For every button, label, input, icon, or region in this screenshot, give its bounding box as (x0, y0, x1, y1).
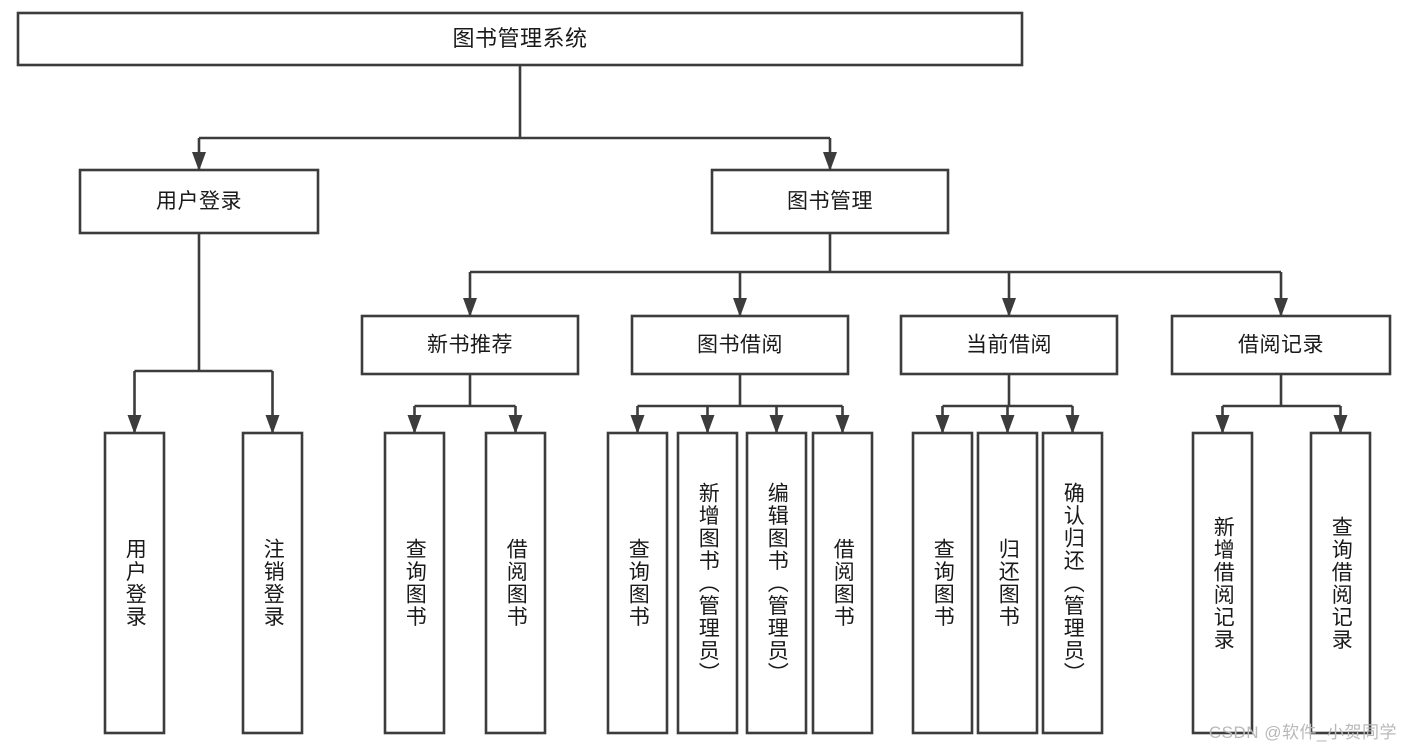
node-leaf-4[interactable] (606, 431, 669, 735)
userlogin-to-leaves-arrow-1 (265, 415, 280, 434)
node-level3-3[interactable] (1170, 314, 1392, 376)
level3-1-to-leaves-arrow-2 (769, 415, 784, 434)
root-to-level2-arrow-1 (823, 152, 837, 171)
node-box-layer (16, 11, 1392, 735)
node-leaf-3[interactable] (484, 431, 547, 735)
bookmgmt-to-level3-arrow-3 (1274, 298, 1288, 317)
level3-2-to-leaves-arrow-2 (1065, 415, 1080, 434)
level3-0-to-leaves-arrow-0 (407, 415, 422, 434)
node-leaf-2[interactable] (383, 431, 446, 735)
connector-layer (127, 65, 1348, 434)
bookmgmt-to-level3-arrow-1 (733, 298, 747, 317)
node-leaf-9[interactable] (976, 431, 1039, 735)
bookmgmt-to-level3-arrow-2 (1002, 298, 1016, 317)
node-level3-1[interactable] (630, 314, 850, 376)
node-leaf-5[interactable] (676, 431, 739, 735)
node-level2-0[interactable] (78, 168, 320, 235)
node-level3-0[interactable] (360, 314, 580, 376)
node-leaf-10[interactable] (1041, 431, 1104, 735)
node-leaf-12[interactable] (1309, 431, 1372, 735)
node-leaf-1[interactable] (241, 431, 304, 735)
node-leaf-0[interactable] (103, 431, 166, 735)
node-root-book-management-system[interactable] (16, 11, 1024, 67)
node-leaf-11[interactable] (1191, 431, 1254, 735)
node-root-book-management-system-label: 图书管理系统 (452, 26, 587, 51)
node-level3-2[interactable] (899, 314, 1119, 376)
node-leaf-8[interactable] (911, 431, 974, 735)
node-level3-0-label: 新书推荐 (427, 334, 513, 357)
level3-2-to-leaves-arrow-0 (935, 415, 950, 434)
level3-1-to-leaves-arrow-1 (700, 415, 715, 434)
node-leaf-7[interactable] (811, 431, 874, 735)
node-level2-1-label: 图书管理 (787, 190, 873, 213)
node-level2-1[interactable] (710, 168, 950, 235)
level3-0-to-leaves-arrow-1 (508, 415, 523, 434)
node-level3-3-label: 借阅记录 (1238, 334, 1324, 357)
level3-2-to-leaves-arrow-1 (1000, 415, 1015, 434)
root-to-level2-arrow-0 (192, 152, 206, 171)
level3-1-to-leaves-arrow-3 (835, 415, 850, 434)
watermark: CSDN @软件_小贺同学 (1208, 723, 1397, 742)
level3-1-to-leaves-arrow-0 (630, 415, 645, 434)
node-level3-1-label: 图书借阅 (697, 334, 783, 357)
level3-3-to-leaves-arrow-0 (1215, 415, 1230, 434)
node-level2-0-label: 用户登录 (156, 190, 242, 213)
node-leaf-6[interactable] (745, 431, 808, 735)
userlogin-to-leaves-arrow-0 (127, 415, 142, 434)
level3-3-to-leaves-arrow-1 (1333, 415, 1348, 434)
node-level3-2-label: 当前借阅 (966, 334, 1052, 357)
bookmgmt-to-level3-arrow-0 (463, 298, 477, 317)
